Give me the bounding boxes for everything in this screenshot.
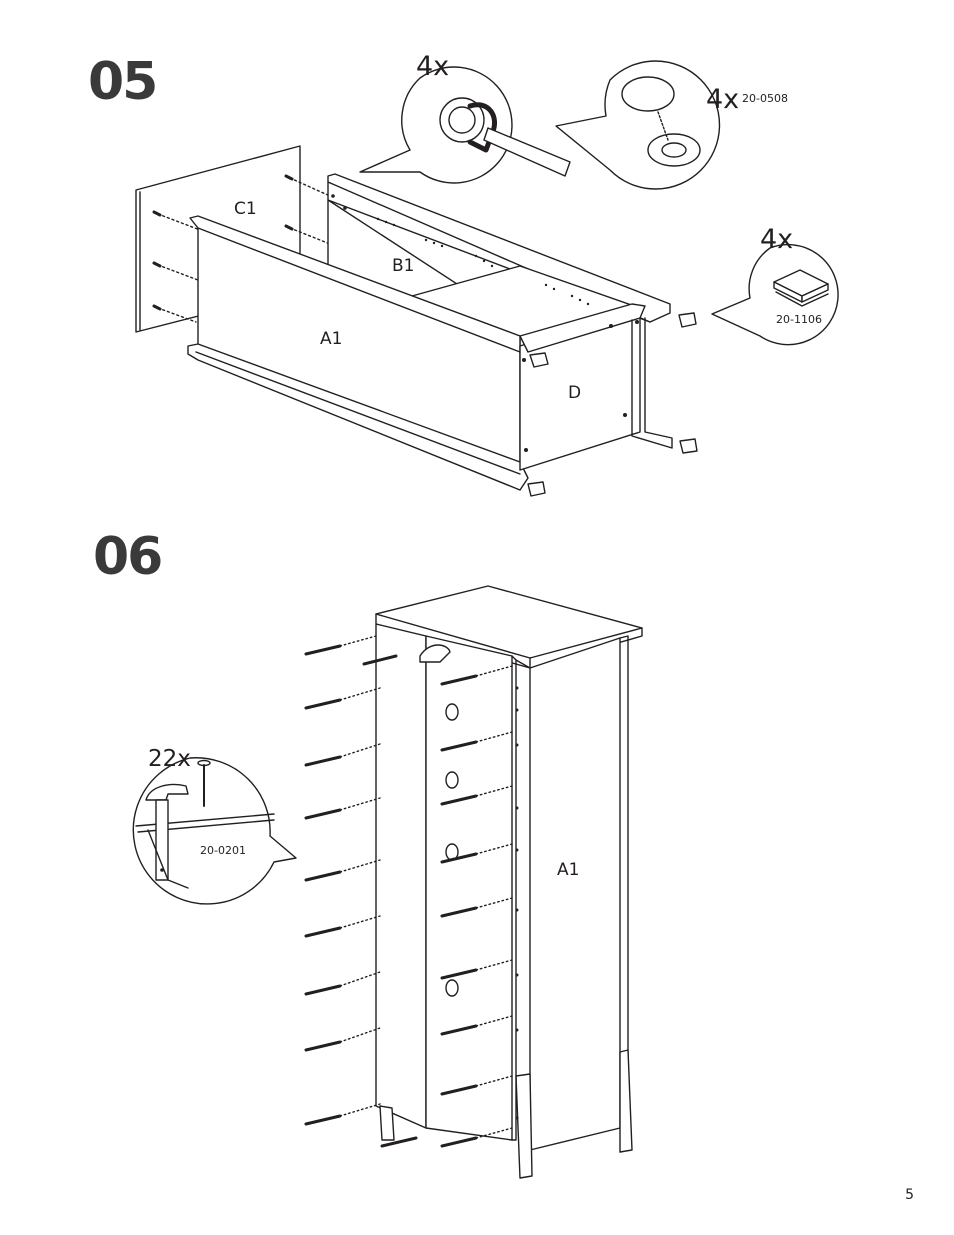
callout-cam-qty: 4x	[416, 51, 449, 82]
callout-nails-qty: 22x	[148, 746, 191, 772]
label-a1-step06: A1	[557, 860, 579, 880]
step-05-drawing	[136, 61, 838, 496]
step-06-drawing	[133, 586, 642, 1178]
label-b1: B1	[392, 256, 414, 276]
callout-cap-part-number: 20-0508	[742, 92, 788, 105]
callout-cap-qty: 4x	[706, 84, 739, 115]
label-a1-step05: A1	[320, 329, 342, 349]
callout-felt-pads	[712, 245, 838, 345]
page-number: 5	[905, 1187, 914, 1203]
callout-hammer-nails	[133, 758, 296, 904]
callout-cam-lock	[360, 67, 570, 183]
label-c1: C1	[234, 199, 257, 219]
callout-nails-part-number: 20-0201	[200, 844, 246, 857]
label-d: D	[568, 383, 581, 403]
callout-cover-cap	[556, 61, 720, 189]
callout-pads-part-number: 20-1106	[776, 313, 822, 326]
panel-a1-step06	[530, 638, 620, 1150]
callout-pads-qty: 4x	[760, 224, 793, 255]
